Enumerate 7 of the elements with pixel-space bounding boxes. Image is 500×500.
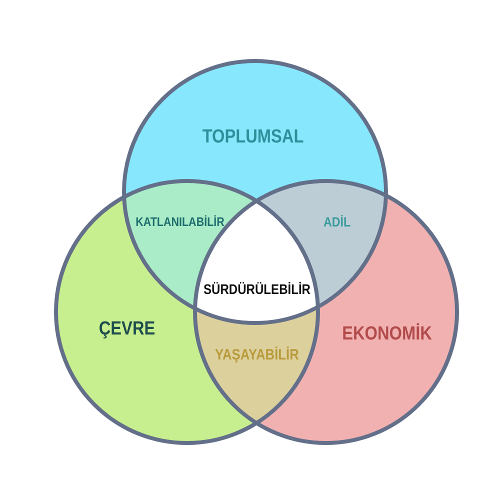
region-label: KATLANILABİLİR bbox=[136, 216, 224, 228]
region-label: TOPLUMSAL bbox=[202, 128, 304, 146]
region-label: ÇEVRE bbox=[98, 320, 156, 338]
region-label: SÜRDÜRÜLEBİLİR bbox=[203, 282, 311, 296]
region-label: YAŞAYABİLİR bbox=[215, 348, 299, 362]
region-label: EKONOMİK bbox=[342, 324, 432, 344]
region-label: ADİL bbox=[323, 215, 351, 229]
